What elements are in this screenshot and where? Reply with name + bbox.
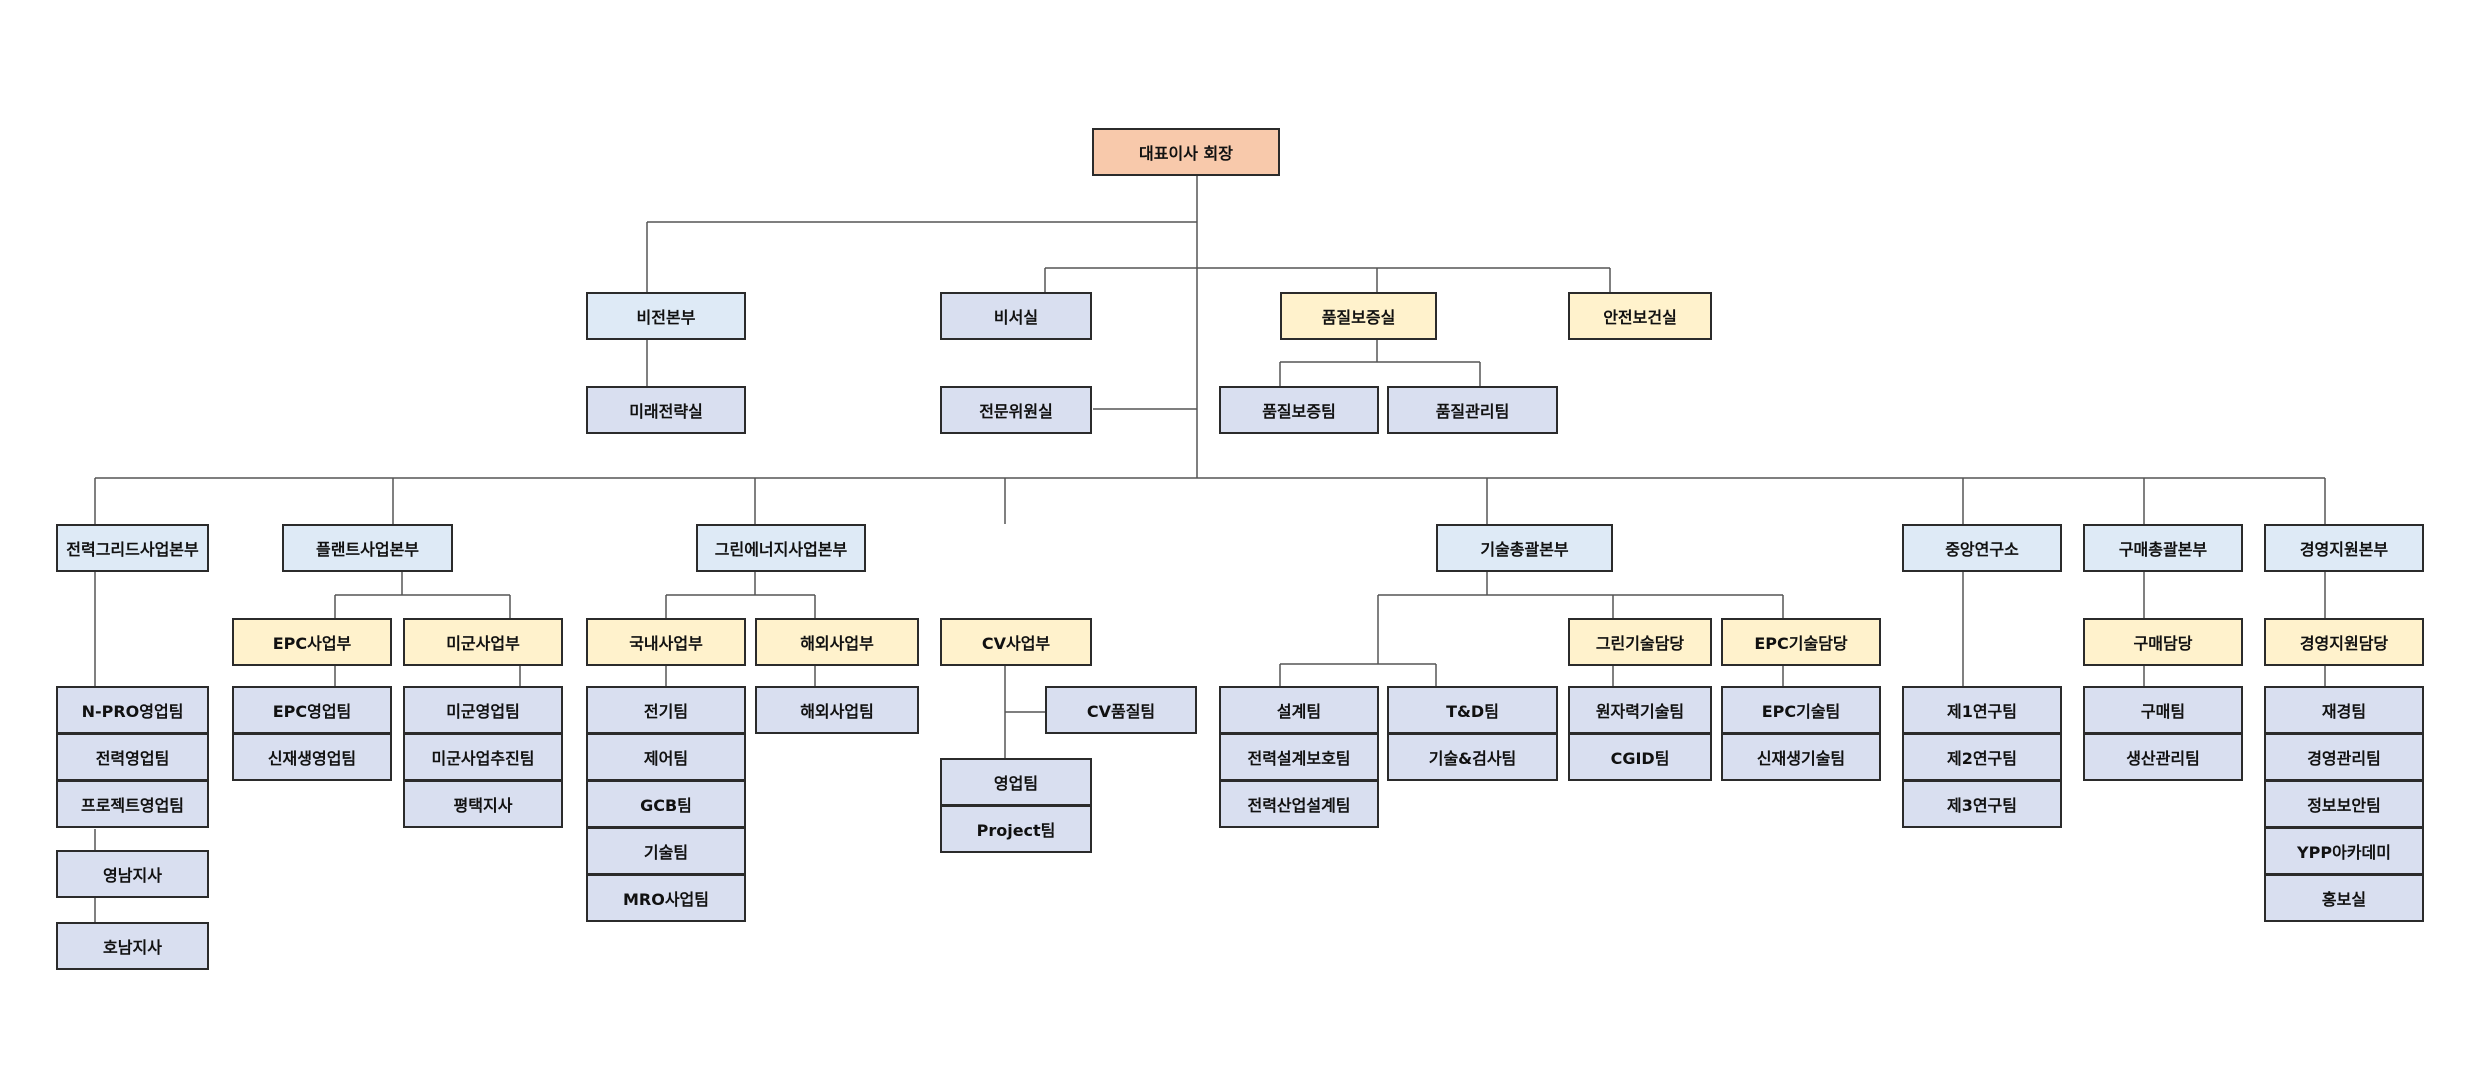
- division-tech-box: 기술총괄본부: [1436, 524, 1613, 572]
- division-plant-box: 플랜트사업본부: [282, 524, 453, 572]
- department-box: 해외사업부: [755, 618, 919, 666]
- vision-hq-box: 비전본부: [586, 292, 746, 340]
- management-team-box: 정보보안팀: [2264, 780, 2424, 828]
- expert-committee-box: 전문위원실: [940, 386, 1092, 434]
- tech-team-box: EPC기술팀: [1721, 686, 1881, 734]
- research-team-box: 제2연구팀: [1902, 733, 2062, 781]
- purchase-team-box: 구매팀: [2083, 686, 2243, 734]
- grid-branch-box: 영남지사: [56, 850, 209, 898]
- green-team-box: MRO사업팀: [586, 874, 746, 922]
- tech-tnd-team-box: 기술&검사팀: [1387, 733, 1558, 781]
- tech-design-team-box: 전력산업설계팀: [1219, 780, 1379, 828]
- grid-team-box: N-PRO영업팀: [56, 686, 209, 734]
- management-team-box: 경영관리팀: [2264, 733, 2424, 781]
- quality-office-box: 품질보증실: [1280, 292, 1437, 340]
- division-management-box: 경영지원본부: [2264, 524, 2424, 572]
- management-team-box: 재경팀: [2264, 686, 2424, 734]
- department-box: 미군사업부: [403, 618, 563, 666]
- tech-team-box: 원자력기술팀: [1568, 686, 1712, 734]
- ceo-box: 대표이사 회장: [1092, 128, 1280, 176]
- plant-team-box: 신재생영업팀: [232, 733, 392, 781]
- division-grid-box: 전력그리드사업본부: [56, 524, 209, 572]
- green-team-box: 제어팀: [586, 733, 746, 781]
- secretariat-box: 비서실: [940, 292, 1092, 340]
- division-research-box: 중앙연구소: [1902, 524, 2062, 572]
- green-team-box: 전기팀: [586, 686, 746, 734]
- future-strategy-box: 미래전략실: [586, 386, 746, 434]
- division-purchase-box: 구매총괄본부: [2083, 524, 2243, 572]
- grid-team-box: 프로젝트영업팀: [56, 780, 209, 828]
- grid-branch-box: 호남지사: [56, 922, 209, 970]
- research-team-box: 제1연구팀: [1902, 686, 2062, 734]
- cv-quality-box: CV품질팀: [1045, 686, 1197, 734]
- department-box: 국내사업부: [586, 618, 746, 666]
- purchase-team-box: 생산관리팀: [2083, 733, 2243, 781]
- department-box: 구매담당: [2083, 618, 2243, 666]
- grid-team-box: 전력영업팀: [56, 733, 209, 781]
- plant-team-box: EPC영업팀: [232, 686, 392, 734]
- division-green-box: 그린에너지사업본부: [696, 524, 866, 572]
- tech-design-team-box: 전력설계보호팀: [1219, 733, 1379, 781]
- quality-mgmt-team-box: 품질관리팀: [1387, 386, 1558, 434]
- department-box: EPC기술담당: [1721, 618, 1881, 666]
- cv-team-box: Project팀: [940, 805, 1092, 853]
- research-team-box: 제3연구팀: [1902, 780, 2062, 828]
- tech-team-box: CGID팀: [1568, 733, 1712, 781]
- tech-tnd-team-box: T&D팀: [1387, 686, 1558, 734]
- plant-team-box: 평택지사: [403, 780, 563, 828]
- management-team-box: YPP아카데미: [2264, 827, 2424, 875]
- green-team-box: GCB팀: [586, 780, 746, 828]
- tech-design-team-box: 설계팀: [1219, 686, 1379, 734]
- plant-team-box: 미군사업추진팀: [403, 733, 563, 781]
- department-box: EPC사업부: [232, 618, 392, 666]
- green-team-box: 기술팀: [586, 827, 746, 875]
- tech-team-box: 신재생기술팀: [1721, 733, 1881, 781]
- plant-team-box: 미군영업팀: [403, 686, 563, 734]
- cv-team-box: 영업팀: [940, 758, 1092, 806]
- division-cv-box: CV사업부: [940, 618, 1092, 666]
- green-team-box: 해외사업팀: [755, 686, 919, 734]
- safety-office-box: 안전보건실: [1568, 292, 1712, 340]
- department-box: 경영지원담당: [2264, 618, 2424, 666]
- management-team-box: 홍보실: [2264, 874, 2424, 922]
- department-box: 그린기술담당: [1568, 618, 1712, 666]
- quality-team-box: 품질보증팀: [1219, 386, 1379, 434]
